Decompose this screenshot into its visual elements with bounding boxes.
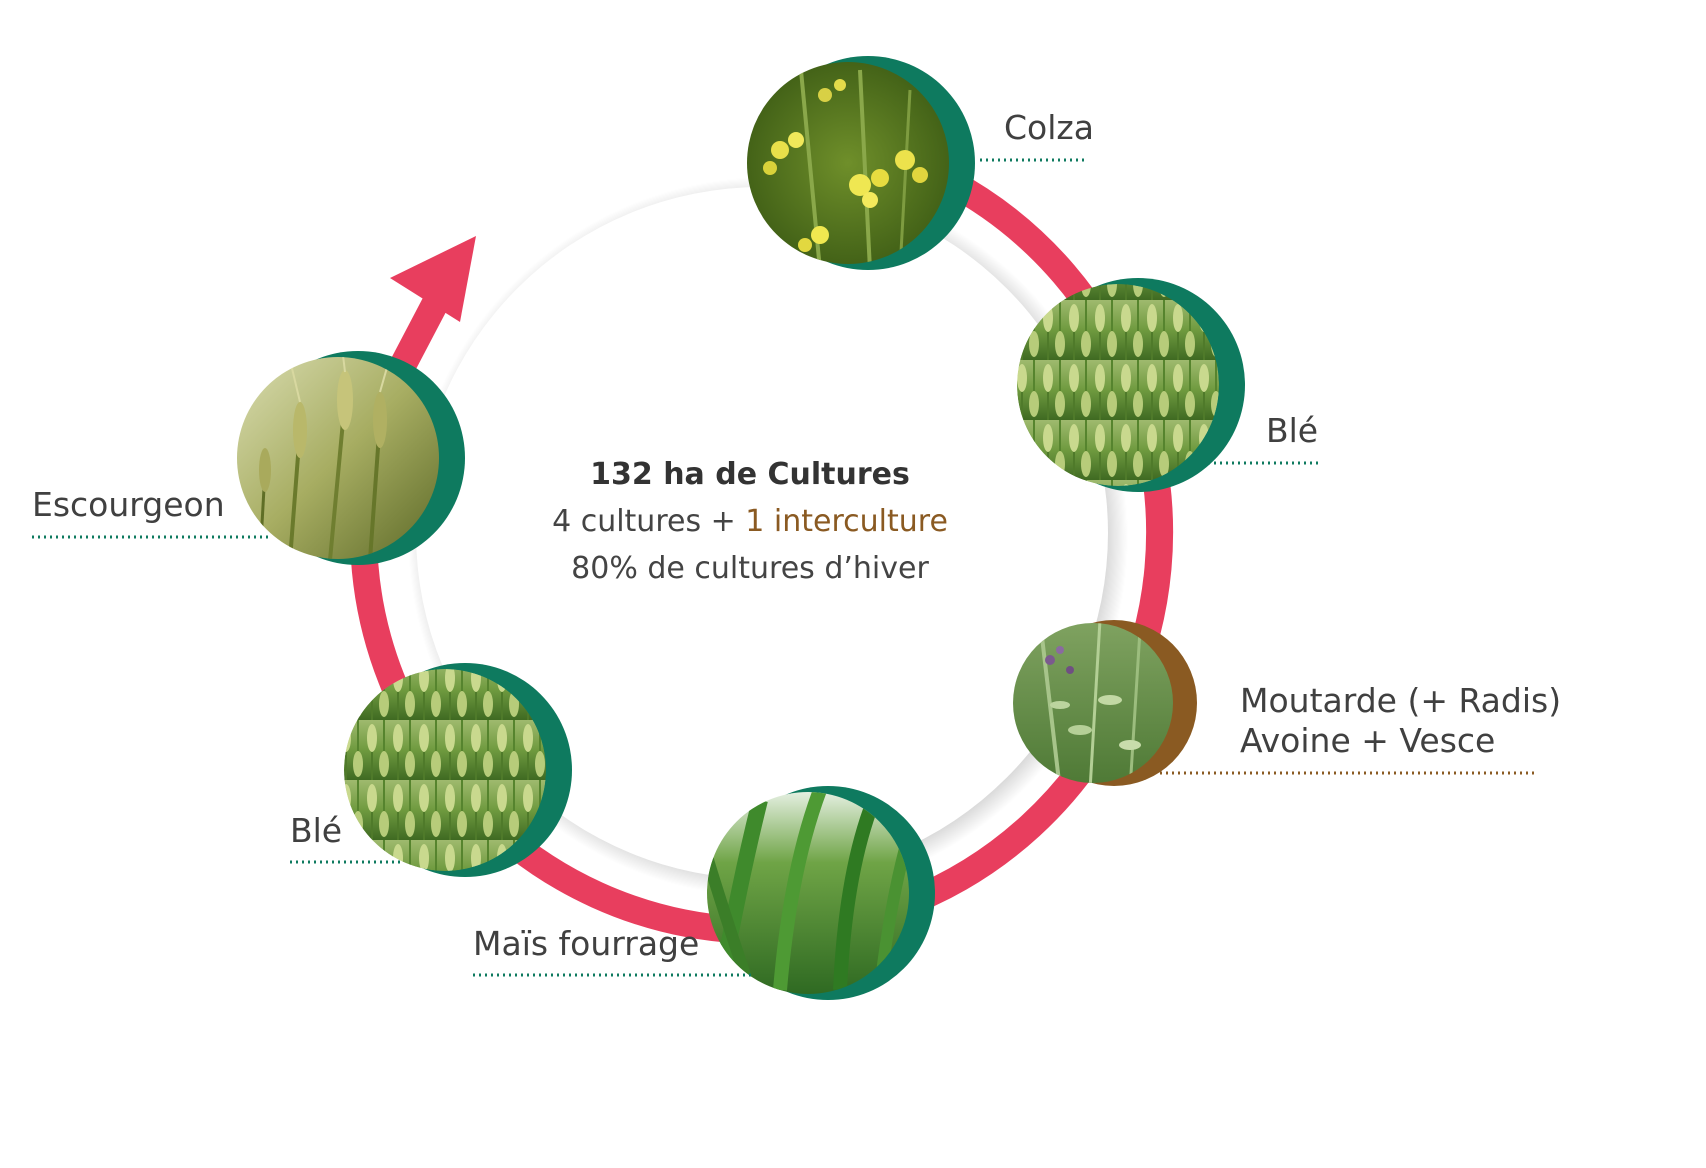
crop-node-interculture bbox=[1013, 620, 1197, 786]
ble-left-label: Blé bbox=[290, 811, 342, 850]
wheat-icon bbox=[1017, 284, 1219, 486]
ble-right-label: Blé bbox=[1266, 411, 1318, 450]
interculture-label-line2: Avoine + Vesce bbox=[1240, 721, 1495, 760]
barley-icon bbox=[258, 357, 393, 559]
yellow-flower-icon bbox=[763, 62, 928, 264]
center-disc bbox=[416, 187, 1108, 879]
crop-node-escourgeon bbox=[237, 351, 465, 565]
center-line-2-accent: 1 interculture bbox=[745, 504, 948, 539]
crop-node-ble-left bbox=[344, 663, 572, 877]
interculture-label-line1: Moutarde (+ Radis) bbox=[1240, 681, 1561, 720]
wheat-icon bbox=[344, 669, 546, 871]
center-line-2: 4 cultures + 1 interculture bbox=[552, 504, 948, 539]
crop-node-colza bbox=[747, 56, 975, 270]
colza-label: Colza bbox=[1004, 108, 1094, 147]
center-line-3: 80% de cultures d’hiver bbox=[571, 551, 929, 586]
escourgeon-label: Escourgeon bbox=[32, 485, 225, 524]
center-title: 132 ha de Cultures bbox=[590, 457, 910, 492]
crop-node-ble-right bbox=[1017, 278, 1245, 492]
vetch-icon bbox=[1038, 623, 1142, 783]
rotation-arrow-head-icon bbox=[390, 236, 476, 322]
center-line-2-prefix: 4 cultures + bbox=[552, 504, 745, 539]
mais-label: Maïs fourrage bbox=[473, 924, 699, 963]
